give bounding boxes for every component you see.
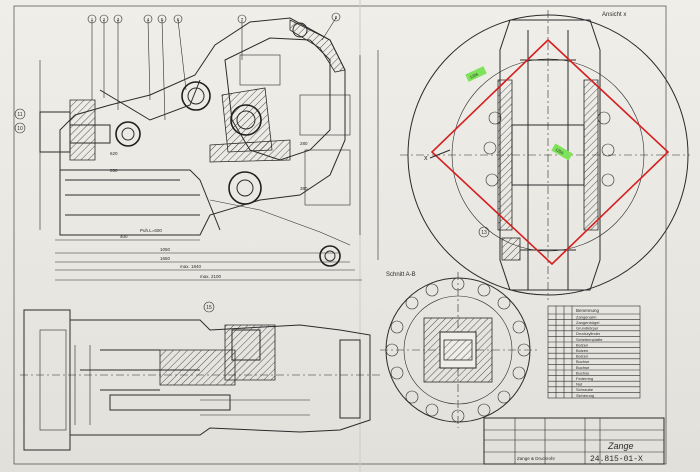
dimension-lines: 400 1050 1650 max. 1840 max. 2100 Puh.L=… xyxy=(39,50,379,281)
parts-row-label: Nut xyxy=(576,382,583,387)
parts-row-label: Bolzen xyxy=(576,354,588,359)
leader-label: 5 xyxy=(161,17,164,22)
dimension-text: 400 xyxy=(120,234,128,239)
parts-row-label: Bolzen xyxy=(576,342,588,347)
dimension-text: max. 1840 xyxy=(180,264,202,269)
leader-label: 1 xyxy=(91,17,94,22)
bubble-label: 10 xyxy=(17,126,23,132)
bubble-label: 11 xyxy=(17,112,22,118)
highlight-mark xyxy=(551,143,573,161)
parts-row-label: Grundkörper xyxy=(576,326,599,331)
bubble-label: 15 xyxy=(206,305,212,311)
parts-row-label: Buchse xyxy=(576,359,590,364)
leader-label: 8 xyxy=(335,15,338,20)
parts-row-label: Scheibenplatte xyxy=(576,337,603,342)
parts-row-label: Buchse xyxy=(576,365,590,370)
highlight-text: 1256 xyxy=(554,147,565,156)
parts-header: Benennung xyxy=(576,308,600,313)
section-label: Schnitt A-B xyxy=(386,272,416,278)
leader-label: 6 xyxy=(177,17,180,22)
drawing-name: Zange xyxy=(607,441,634,451)
parts-row-label: Druckzylinder xyxy=(576,331,601,336)
highlight-text: 1256 xyxy=(469,71,480,80)
bubble-label: 13 xyxy=(481,230,487,236)
dimension-text: 1650 xyxy=(160,256,171,261)
parts-row-label: Zangenbügel xyxy=(576,320,599,325)
parts-row-label: Federring xyxy=(576,376,593,381)
parts-row-label: Zangenarm xyxy=(576,314,597,319)
parts-row-label: Buchse xyxy=(576,370,590,375)
leader-label: 2 xyxy=(103,17,106,22)
main-side-view xyxy=(39,17,351,267)
company-name: Zange & Druckrohr xyxy=(517,456,556,461)
dimension-text: Puh.L=600 xyxy=(140,228,162,233)
lower-side-view xyxy=(20,309,380,451)
parts-list: Benennung ZangenarmZangenbügelGrundkörpe… xyxy=(547,305,641,399)
section-a-b: Schnitt A-B xyxy=(380,272,540,428)
dimension-text: 620 xyxy=(110,151,118,156)
leader-label: 7 xyxy=(241,17,244,22)
axis-x-label: x xyxy=(424,155,428,162)
drawing-number: 24.815-01-X xyxy=(590,455,643,464)
red-markup-diamond xyxy=(430,38,670,266)
highlight-mark xyxy=(465,66,487,82)
dimension-text: 390 xyxy=(300,186,308,191)
sheet-border xyxy=(13,5,667,465)
dimension-text: 280 xyxy=(300,141,308,146)
leader-label: 3 xyxy=(117,17,120,22)
parts-row-label: Sicherung xyxy=(576,393,594,398)
top-view-circular: x 1256 1256 Ansicht x xyxy=(400,10,690,300)
title-block: Zange 24.815-01-X Zange & Druckrohr xyxy=(483,417,665,465)
dimension-text: max. 2100 xyxy=(200,274,222,279)
leader-bubbles: 1 2 3 4 5 6 7 8 11 10 13 15 xyxy=(14,12,490,313)
parts-row-label: Schraube xyxy=(576,387,594,392)
dimension-text: 850 xyxy=(110,168,118,173)
parts-row-label: Bolzen xyxy=(576,348,588,353)
leader-label: 4 xyxy=(147,17,150,22)
view-label: Ansicht x xyxy=(602,12,626,18)
dimension-text: 1050 xyxy=(160,247,171,252)
